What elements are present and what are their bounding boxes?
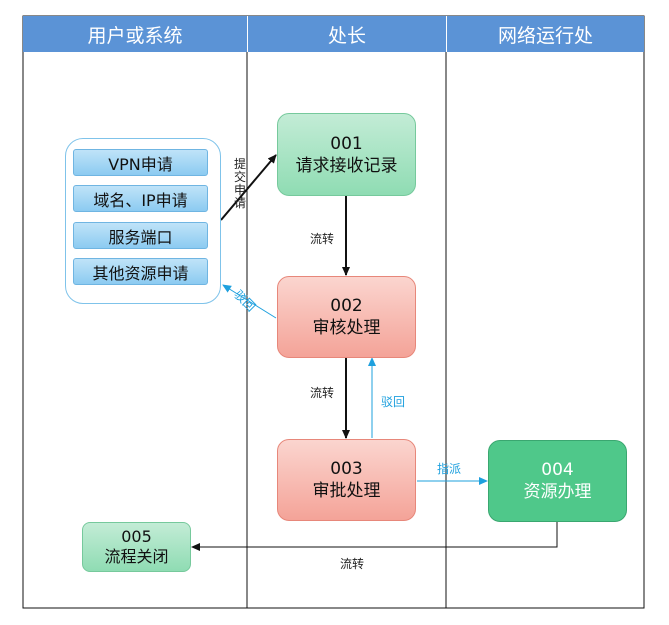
node-001-number: 001: [330, 133, 363, 154]
node-005-name: 流程关闭: [104, 547, 169, 566]
node-005-number: 005: [121, 527, 152, 546]
edge-label-assign: 指派: [437, 462, 462, 476]
node-005: 005 流程关闭: [82, 522, 191, 572]
node-001-name: 请求接收记录: [295, 155, 398, 176]
edge-submit: [220, 154, 277, 221]
node-003-number: 003: [330, 459, 363, 479]
edge-label-flow-1: 流转: [310, 232, 335, 246]
edge-label-flow-close: 流转: [340, 557, 365, 571]
edge-label-flow-2: 流转: [310, 386, 335, 400]
lane-header-director: 处长: [247, 16, 446, 52]
node-004-number: 004: [541, 460, 574, 480]
node-002: 002 审核处理: [277, 276, 416, 358]
node-002-name: 审核处理: [312, 318, 381, 338]
node-003-name: 审批处理: [312, 481, 381, 501]
request-item-service-port: 服务端口: [73, 222, 208, 249]
request-item-other-resource: 其他资源申请: [73, 258, 208, 285]
lane-header-network-ops: 网络运行处: [446, 16, 644, 52]
lane-header-user: 用户或系统: [23, 16, 247, 52]
node-004-name: 资源办理: [523, 482, 592, 502]
node-004: 004 资源办理: [488, 440, 627, 522]
request-item-domain-ip: 域名、IP申请: [73, 185, 208, 212]
node-001: 001 请求接收记录: [277, 113, 416, 196]
request-item-vpn: VPN申请: [73, 149, 208, 176]
edge-flow-close: [191, 522, 558, 551]
edge-reject-to-user: [222, 284, 277, 319]
edge-label-reject-to-002: 驳回: [381, 395, 406, 409]
node-003: 003 审批处理: [277, 439, 416, 521]
edge-label-submit: 提交申请: [233, 157, 246, 210]
node-002-number: 002: [330, 296, 363, 316]
